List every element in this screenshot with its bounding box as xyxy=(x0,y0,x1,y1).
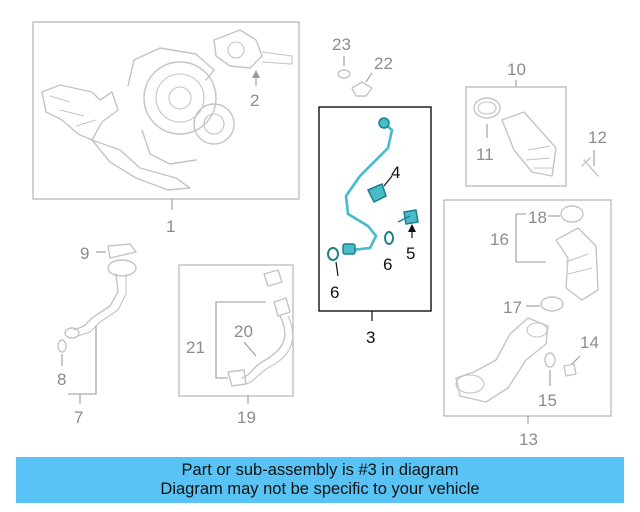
callout-23: 23 xyxy=(332,35,351,54)
callout-12: 12 xyxy=(588,128,607,147)
item-20-hose xyxy=(241,315,286,379)
callout-5: 5 xyxy=(406,244,415,263)
callout-10: 10 xyxy=(507,60,526,79)
group-3-frame xyxy=(318,106,432,312)
callout-6-right: 6 xyxy=(383,255,392,274)
group-13-frame xyxy=(443,199,612,417)
compressor-outlet xyxy=(193,103,235,145)
callout-18: 18 xyxy=(528,208,547,227)
pipe-fitting-bottom xyxy=(342,243,356,255)
item-8-washer xyxy=(57,339,67,353)
charge-pipe-group: 18 16 17 14 15 13 xyxy=(443,199,612,449)
item-22-clip xyxy=(351,81,373,97)
item-12-bolt xyxy=(581,157,599,177)
callout-14: 14 xyxy=(580,333,599,352)
callout-4: 4 xyxy=(391,163,400,182)
item-9-gasket xyxy=(107,243,137,259)
turbocharger-group: 2 1 xyxy=(32,21,300,236)
callout-1: 1 xyxy=(166,217,175,236)
hose-fitting-lower xyxy=(227,369,247,387)
oil-line-group-highlighted: 4 5 6 6 3 xyxy=(318,106,432,347)
notice-banner: Part or sub-assembly is #3 in diagram Di… xyxy=(16,457,624,503)
callout-21: 21 xyxy=(186,338,205,357)
callout-20: 20 xyxy=(234,322,253,341)
group-10-frame xyxy=(465,86,567,187)
item-21-valve xyxy=(263,269,283,287)
exhaust-manifold xyxy=(41,84,119,141)
return-pipe xyxy=(73,273,119,331)
clip-and-bolt-items: 23 22 xyxy=(332,35,393,97)
item-18-clamp xyxy=(560,205,584,223)
pipe-flange xyxy=(107,259,137,277)
notice-line-2: Diagram may not be specific to your vehi… xyxy=(160,480,480,498)
notice-line-1: Part or sub-assembly is #3 in diagram xyxy=(181,461,459,479)
callout-8: 8 xyxy=(57,370,66,389)
intake-seal-ring xyxy=(473,97,501,119)
pipe-fitting-top xyxy=(378,117,390,129)
sealing-washer-right xyxy=(384,231,394,245)
item-23-washer xyxy=(337,69,351,79)
callout-22: 22 xyxy=(374,54,393,73)
pipe-bracket xyxy=(366,182,387,204)
hose-group: 20 21 19 xyxy=(178,264,294,427)
callout-17: 17 xyxy=(503,298,522,317)
wastegate-actuator xyxy=(213,29,263,69)
callout-2: 2 xyxy=(250,91,259,110)
item-16-hose xyxy=(555,227,599,301)
callout-6-left: 6 xyxy=(330,283,339,302)
banjo-bolt xyxy=(397,209,419,225)
intake-adapter xyxy=(501,111,557,177)
item-14-sensor xyxy=(563,363,577,377)
callout-15: 15 xyxy=(538,391,557,410)
sealing-washer-left xyxy=(327,247,339,261)
callout-16: 16 xyxy=(490,230,509,249)
callout-7: 7 xyxy=(74,408,83,427)
callout-9: 9 xyxy=(80,244,89,263)
charge-pipe xyxy=(455,317,549,403)
callout-19: 19 xyxy=(237,408,256,427)
callout-13: 13 xyxy=(519,430,538,449)
turbocharger-frame xyxy=(32,21,300,200)
turbine-housing xyxy=(143,61,217,135)
hose-fitting-upper xyxy=(273,297,291,317)
manifold-flange xyxy=(91,139,191,191)
item-15-seal xyxy=(544,352,556,368)
pipe-lower-fitting xyxy=(64,327,80,339)
intake-adapter-group: 10 11 12 xyxy=(465,60,607,187)
callout-3: 3 xyxy=(366,328,375,347)
return-pipe-group: 9 8 7 xyxy=(57,243,137,427)
item-17-clamp xyxy=(540,296,564,312)
callout-11: 11 xyxy=(476,145,494,164)
